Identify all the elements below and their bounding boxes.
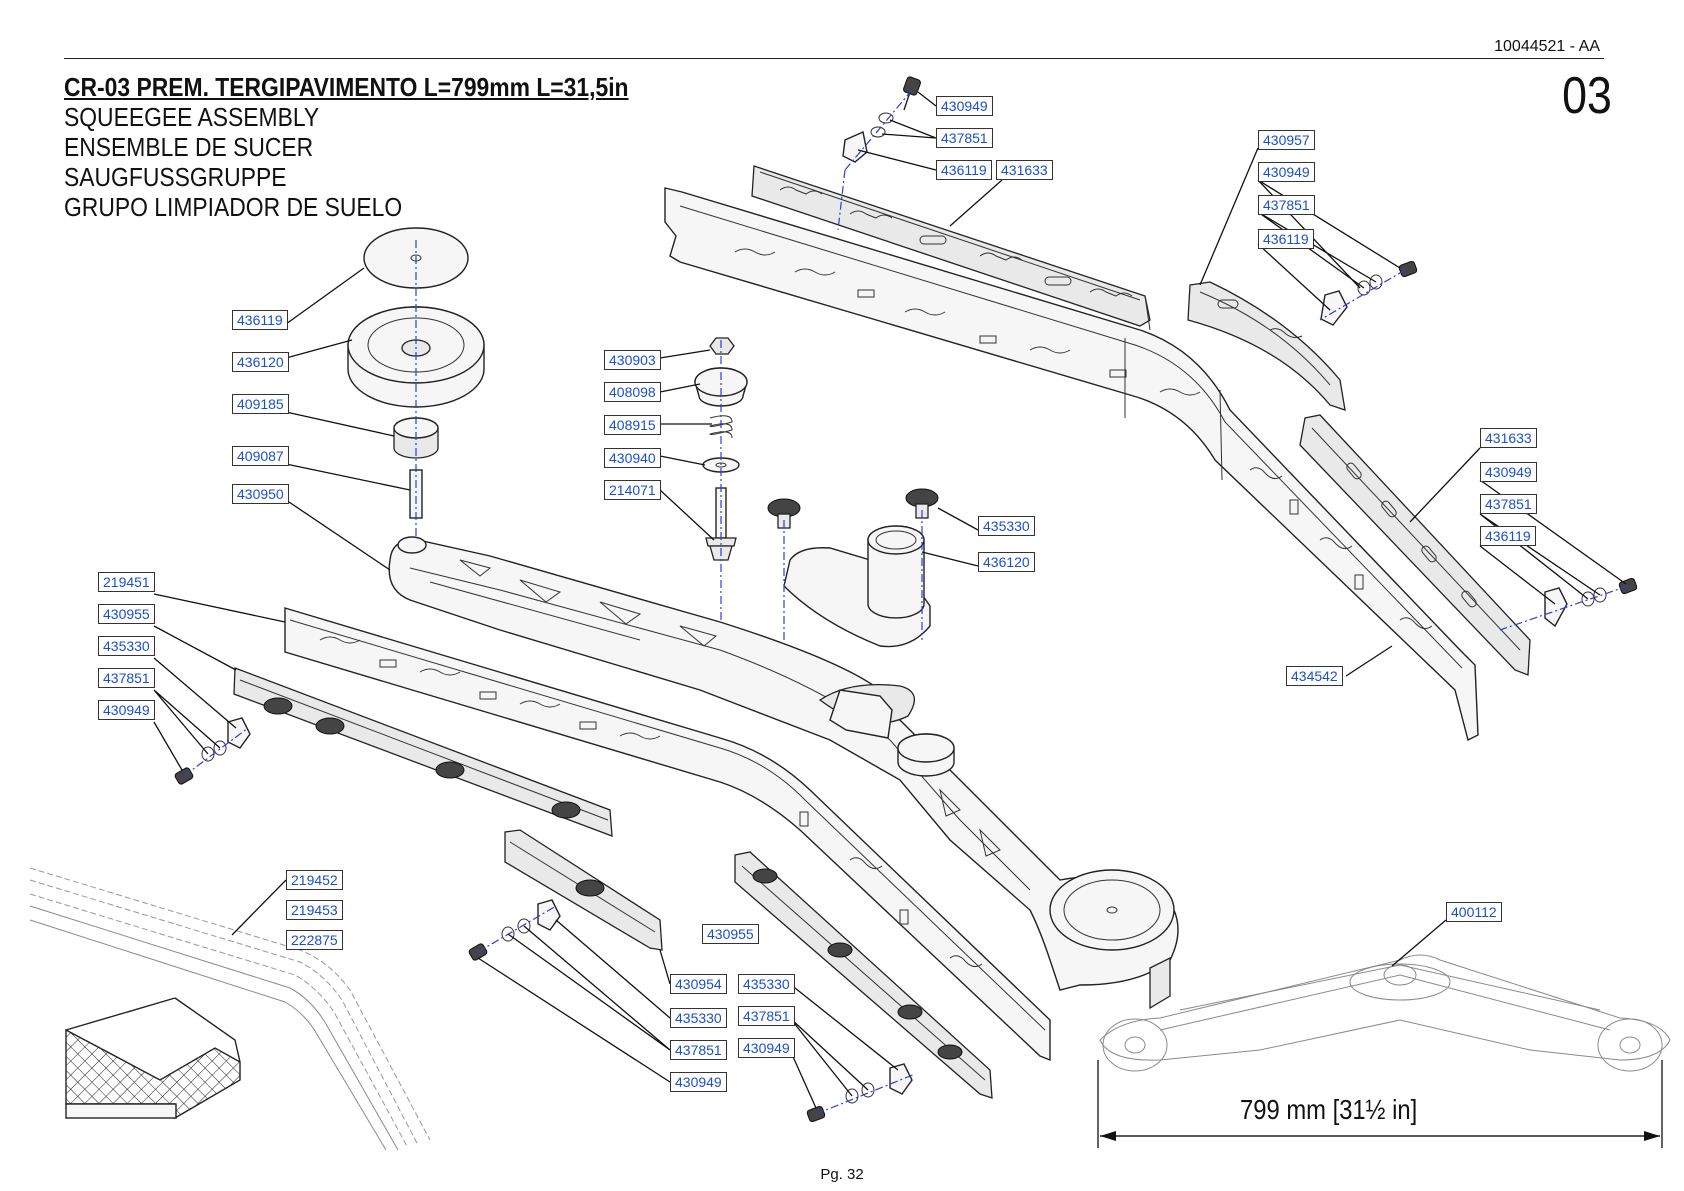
assembled-view-inset [1097, 954, 1671, 1148]
callout-434542: 434542 [1286, 666, 1343, 686]
callout-400112: 400112 [1446, 902, 1502, 922]
callout-430949-top: 430949 [936, 96, 993, 116]
callout-214071: 214071 [604, 480, 661, 500]
callout-430955-left: 430955 [98, 604, 155, 624]
callout-430949-lower-mid: 430949 [738, 1038, 795, 1058]
front-blade-holder [284, 607, 1051, 1062]
title-main: CR-03 PREM. TERGIPAVIMENTO L=799mm L=31,… [64, 72, 629, 102]
knob-stack-center [694, 337, 748, 660]
slotted-bar-top [751, 165, 1151, 331]
title-english: SQUEEGEE ASSEMBLY [64, 102, 320, 132]
callout-436119-wheel: 436119 [232, 310, 288, 330]
callout-430954: 430954 [670, 974, 727, 994]
callout-409087: 409087 [232, 446, 289, 466]
callout-431633-top: 431633 [996, 160, 1053, 180]
callout-437851-lower-mid: 437851 [738, 1006, 795, 1026]
overall-length-dimension: 799 mm [31½ in] [1240, 1094, 1418, 1125]
top-screw-stack [837, 76, 921, 231]
lower-middle-screw-stack [806, 1063, 916, 1123]
callout-435330-lower-mid: 435330 [738, 974, 795, 994]
lower-middle-strip [734, 851, 993, 1099]
ghost-blade-sketch [29, 867, 431, 1151]
front-blade-strip [233, 667, 613, 837]
callout-436119-right-top: 436119 [1258, 229, 1314, 249]
right-screw-stack-lower [1499, 577, 1638, 631]
callout-430950: 430950 [232, 484, 289, 504]
callout-219452: 219452 [286, 870, 343, 890]
callout-436119-top: 436119 [936, 160, 992, 180]
callout-430955-lower: 430955 [702, 924, 759, 944]
sheet-number: 03 [1562, 67, 1612, 125]
callout-436119-right: 436119 [1480, 526, 1536, 546]
callout-437851-top: 437851 [936, 128, 993, 148]
callout-436120-wheel: 436120 [232, 352, 289, 372]
title-block: CR-03 PREM. TERGIPAVIMENTO L=799mm L=31,… [64, 72, 629, 222]
title-french: ENSEMBLE DE SUCER [64, 132, 314, 162]
callout-430949-right: 430949 [1480, 462, 1537, 482]
title-german: SAUGFUSSGRUPPE [64, 162, 287, 192]
squeegee-frame [388, 536, 1179, 1010]
callout-222875: 222875 [286, 930, 343, 950]
callout-409185: 409185 [232, 394, 289, 414]
callout-408915: 408915 [604, 415, 661, 435]
callout-430940: 430940 [604, 448, 661, 468]
callout-430903: 430903 [604, 350, 661, 370]
page-number: Pg. 32 [820, 1166, 864, 1183]
callout-437851-lower-left: 437851 [670, 1040, 727, 1060]
callout-435330-lower-left: 435330 [670, 1008, 727, 1028]
callout-436120-center: 436120 [978, 552, 1035, 572]
callout-431633-right: 431633 [1480, 428, 1537, 448]
wheel-stack-left [347, 227, 485, 540]
callout-408098: 408098 [604, 382, 661, 402]
callout-430949-lower-left: 430949 [670, 1072, 727, 1092]
callout-437851-left: 437851 [98, 668, 155, 688]
callout-435330-center: 435330 [978, 516, 1035, 536]
callout-219451: 219451 [98, 572, 155, 592]
callout-437851-right-top: 437851 [1258, 195, 1315, 215]
slotted-bar-right [1299, 414, 1531, 676]
curved-bracket-right [1187, 281, 1346, 411]
rubber-profile-section [65, 997, 241, 1120]
blade-holder-drawing [664, 187, 1479, 742]
callout-435330-left: 435330 [98, 636, 155, 656]
callout-430949-right-top: 430949 [1258, 162, 1315, 182]
header-rule [64, 58, 1604, 59]
callout-437851-right: 437851 [1480, 494, 1537, 514]
lower-left-screw-stack [468, 899, 561, 961]
lower-left-strip [504, 829, 663, 951]
callout-430949-left: 430949 [98, 700, 155, 720]
left-screw-stack [174, 717, 251, 785]
document-number: 10044521 - AA [1494, 38, 1600, 55]
right-screw-stack-top [1319, 260, 1418, 326]
suction-elbow [767, 488, 939, 660]
title-spanish: GRUPO LIMPIADOR DE SUELO [64, 192, 403, 222]
callout-430957: 430957 [1258, 130, 1315, 150]
callout-219453: 219453 [286, 900, 343, 920]
